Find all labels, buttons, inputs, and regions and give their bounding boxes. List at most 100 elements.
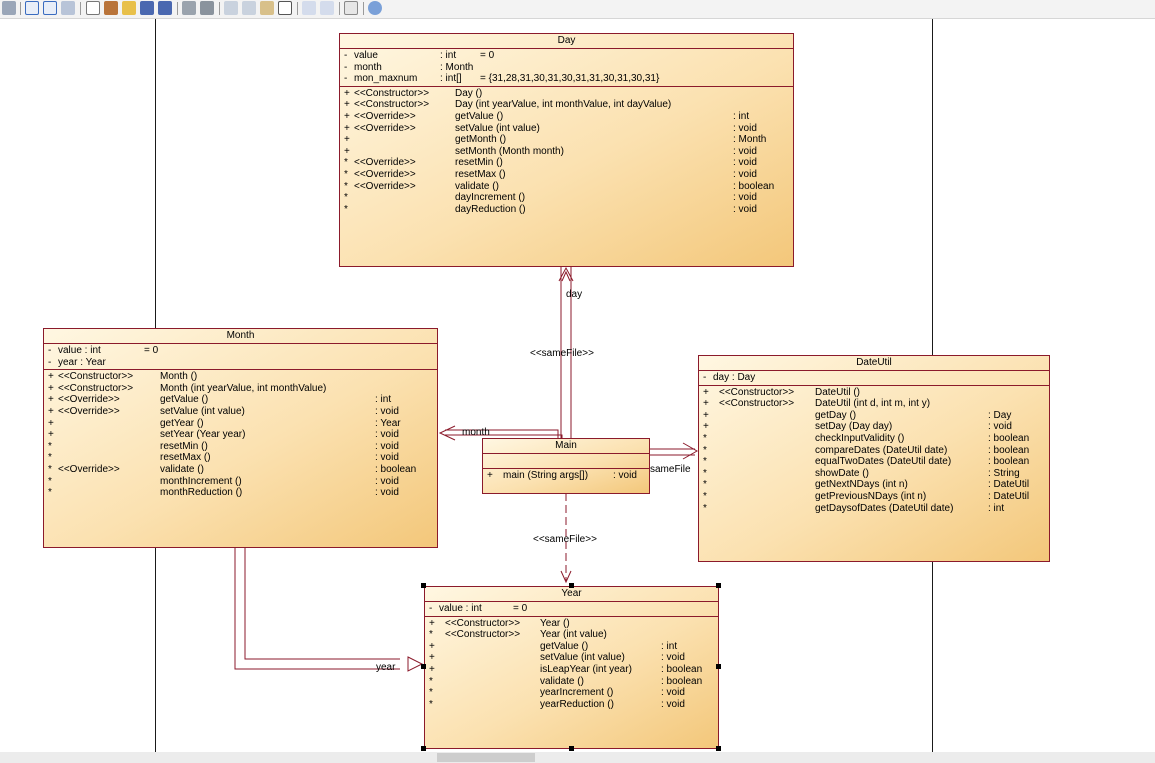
connector-main-day [560,267,572,438]
paste-icon[interactable] [260,1,274,15]
operation-row[interactable]: +isLeapYear (int year): boolean [429,663,703,675]
operation-row[interactable]: *equalTwoDates (DateUtil date): boolean [703,456,1030,468]
selection-handle[interactable] [716,664,721,669]
operation-row[interactable]: +setMonth (Month month): void [344,145,757,157]
attribute-row[interactable]: -value: int= 0 [344,50,495,61]
operations-section: +main (String args[]): void [483,469,649,483]
operation-row[interactable]: *yearIncrement (): void [429,687,685,699]
operation-row[interactable]: *resetMax (): void [48,452,399,464]
help-icon[interactable] [368,1,382,15]
diagram-canvas[interactable]: day <<sameFile>> month sameFile <<sameFi… [0,19,1155,752]
operation-row[interactable]: +<<Override>>setValue (int value): void [48,405,399,417]
class-month[interactable]: Month -value : int= 0 -year : Year +<<Co… [43,328,438,548]
operation-row[interactable]: +getDay (): Day [703,409,1012,421]
attribute-row[interactable]: -value : int= 0 [48,345,159,356]
operation-row[interactable]: *validate (): boolean [429,675,703,687]
role-label-month: month [462,427,490,438]
operation-row[interactable]: +<<Constructor>>Month (int yearValue, in… [48,382,327,394]
operation-row[interactable]: +setYear (Year year): void [48,429,399,441]
operation-row[interactable]: *<<Override>>validate (): boolean [344,180,775,192]
save-all-icon[interactable] [158,1,172,15]
package-icon[interactable] [104,1,118,15]
attribute-row[interactable]: -mon_maxnum: int[]= {31,28,31,30,31,30,3… [344,73,660,85]
notes-icon[interactable] [344,1,358,15]
selection-handle[interactable] [421,746,426,751]
class-main[interactable]: Main +main (String args[]): void [482,438,650,494]
operation-row[interactable]: *yearReduction (): void [429,698,685,710]
open-folder-icon[interactable] [122,1,136,15]
print-icon[interactable] [200,1,214,15]
layout-icon[interactable] [61,1,75,15]
operation-row[interactable]: *dayIncrement (): void [344,192,757,204]
stereotype-label-samefile-top: <<sameFile>> [530,348,594,359]
class-name: Main [483,439,649,454]
operation-row[interactable]: +<<Override>>getValue (): int [48,394,392,406]
operation-row[interactable]: *resetMin (): void [48,440,399,452]
operation-row[interactable]: +getYear (): Year [48,417,401,429]
selection-handle[interactable] [569,746,574,751]
attribute-row[interactable]: -value : int= 0 [429,603,528,614]
operation-row[interactable]: *monthIncrement (): void [48,475,399,487]
attributes-section: -value: int= 0 -month: Month -mon_maxnum… [340,49,793,87]
operation-row[interactable]: +<<Constructor>>DateUtil (int d, int m, … [703,398,931,410]
toolbar-separator [363,2,364,15]
attribute-row[interactable]: -day : Day [703,372,756,383]
operation-row[interactable]: *dayReduction (): void [344,203,757,215]
operation-row[interactable]: +setDay (Day day): void [703,421,1012,433]
operation-row[interactable]: +getValue (): int [429,640,678,652]
diagram-icon[interactable] [25,1,39,15]
operation-row[interactable]: +getMonth (): Month [344,134,767,146]
redo-icon[interactable] [320,1,334,15]
operation-row[interactable]: +<<Constructor>>DateUtil () [703,386,861,398]
selection-handle[interactable] [421,583,426,588]
operation-row[interactable]: +main (String args[]): void [487,470,637,481]
operations-section: +<<Constructor>>Month () +<<Constructor>… [44,370,437,500]
selection-handle[interactable] [716,746,721,751]
operation-row[interactable]: *getPreviousNDays (int n): DateUtil [703,490,1030,502]
operation-row[interactable]: *getNextNDays (int n): DateUtil [703,479,1030,491]
operation-row[interactable]: +<<Constructor>>Month () [48,371,198,383]
toolbar-separator [339,2,340,15]
operation-row[interactable]: *compareDates (DateUtil date): boolean [703,444,1030,456]
class-dateutil[interactable]: DateUtil -day : Day +<<Constructor>>Date… [698,355,1050,562]
arrowhead-year [407,656,424,672]
print-preview-icon[interactable] [182,1,196,15]
new-icon[interactable] [86,1,100,15]
horizontal-scrollbar[interactable] [0,752,1155,763]
attributes-section: -value : int= 0 -year : Year [44,344,437,371]
scrollbar-thumb[interactable] [437,753,535,762]
selection-handle[interactable] [421,664,426,669]
operation-row[interactable]: *<<Override>>resetMin (): void [344,157,757,169]
attribute-row[interactable]: -year : Year [48,356,106,368]
operation-row[interactable]: +setValue (int value): void [429,652,685,664]
operation-row[interactable]: *<<Override>>validate (): boolean [48,463,417,475]
operation-row[interactable]: +<<Constructor>>Year () [429,617,570,629]
class-name: Year [425,587,718,602]
selection-handle[interactable] [716,583,721,588]
operation-row[interactable]: *showDate (): String [703,467,1020,479]
toolbar-separator [297,2,298,15]
operation-row[interactable]: *<<Override>>resetMax (): void [344,168,757,180]
operation-row[interactable]: +<<Constructor>>Day (int yearValue, int … [344,99,672,111]
attribute-row[interactable]: -month: Month [344,61,474,73]
undo-icon[interactable] [302,1,316,15]
cut-icon[interactable] [224,1,238,15]
back-icon[interactable] [2,1,16,15]
grid-icon[interactable] [43,1,57,15]
operation-row[interactable]: +<<Constructor>>Day () [344,87,483,99]
save-icon[interactable] [140,1,154,15]
operation-row[interactable]: *getDaysofDates (DateUtil date): int [703,502,1005,514]
operations-section: +<<Constructor>>DateUtil () +<<Construct… [699,386,1049,516]
delete-icon[interactable] [278,1,292,15]
selection-handle[interactable] [569,583,574,588]
operation-row[interactable]: *monthReduction (): void [48,487,399,499]
stereotype-label-samefile-bottom: <<sameFile>> [533,534,597,545]
class-day[interactable]: Day -value: int= 0 -month: Month -mon_ma… [339,33,794,267]
operation-row[interactable]: *checkInputValidity (): boolean [703,432,1030,444]
class-name: Day [340,34,793,49]
operation-row[interactable]: +<<Override>>getValue (): int [344,110,750,122]
operation-row[interactable]: *<<Constructor>>Year (int value) [429,629,607,641]
operation-row[interactable]: +<<Override>>setValue (int value): void [344,122,757,134]
class-year[interactable]: Year -value : int= 0 +<<Constructor>>Yea… [424,586,719,749]
copy-icon[interactable] [242,1,256,15]
